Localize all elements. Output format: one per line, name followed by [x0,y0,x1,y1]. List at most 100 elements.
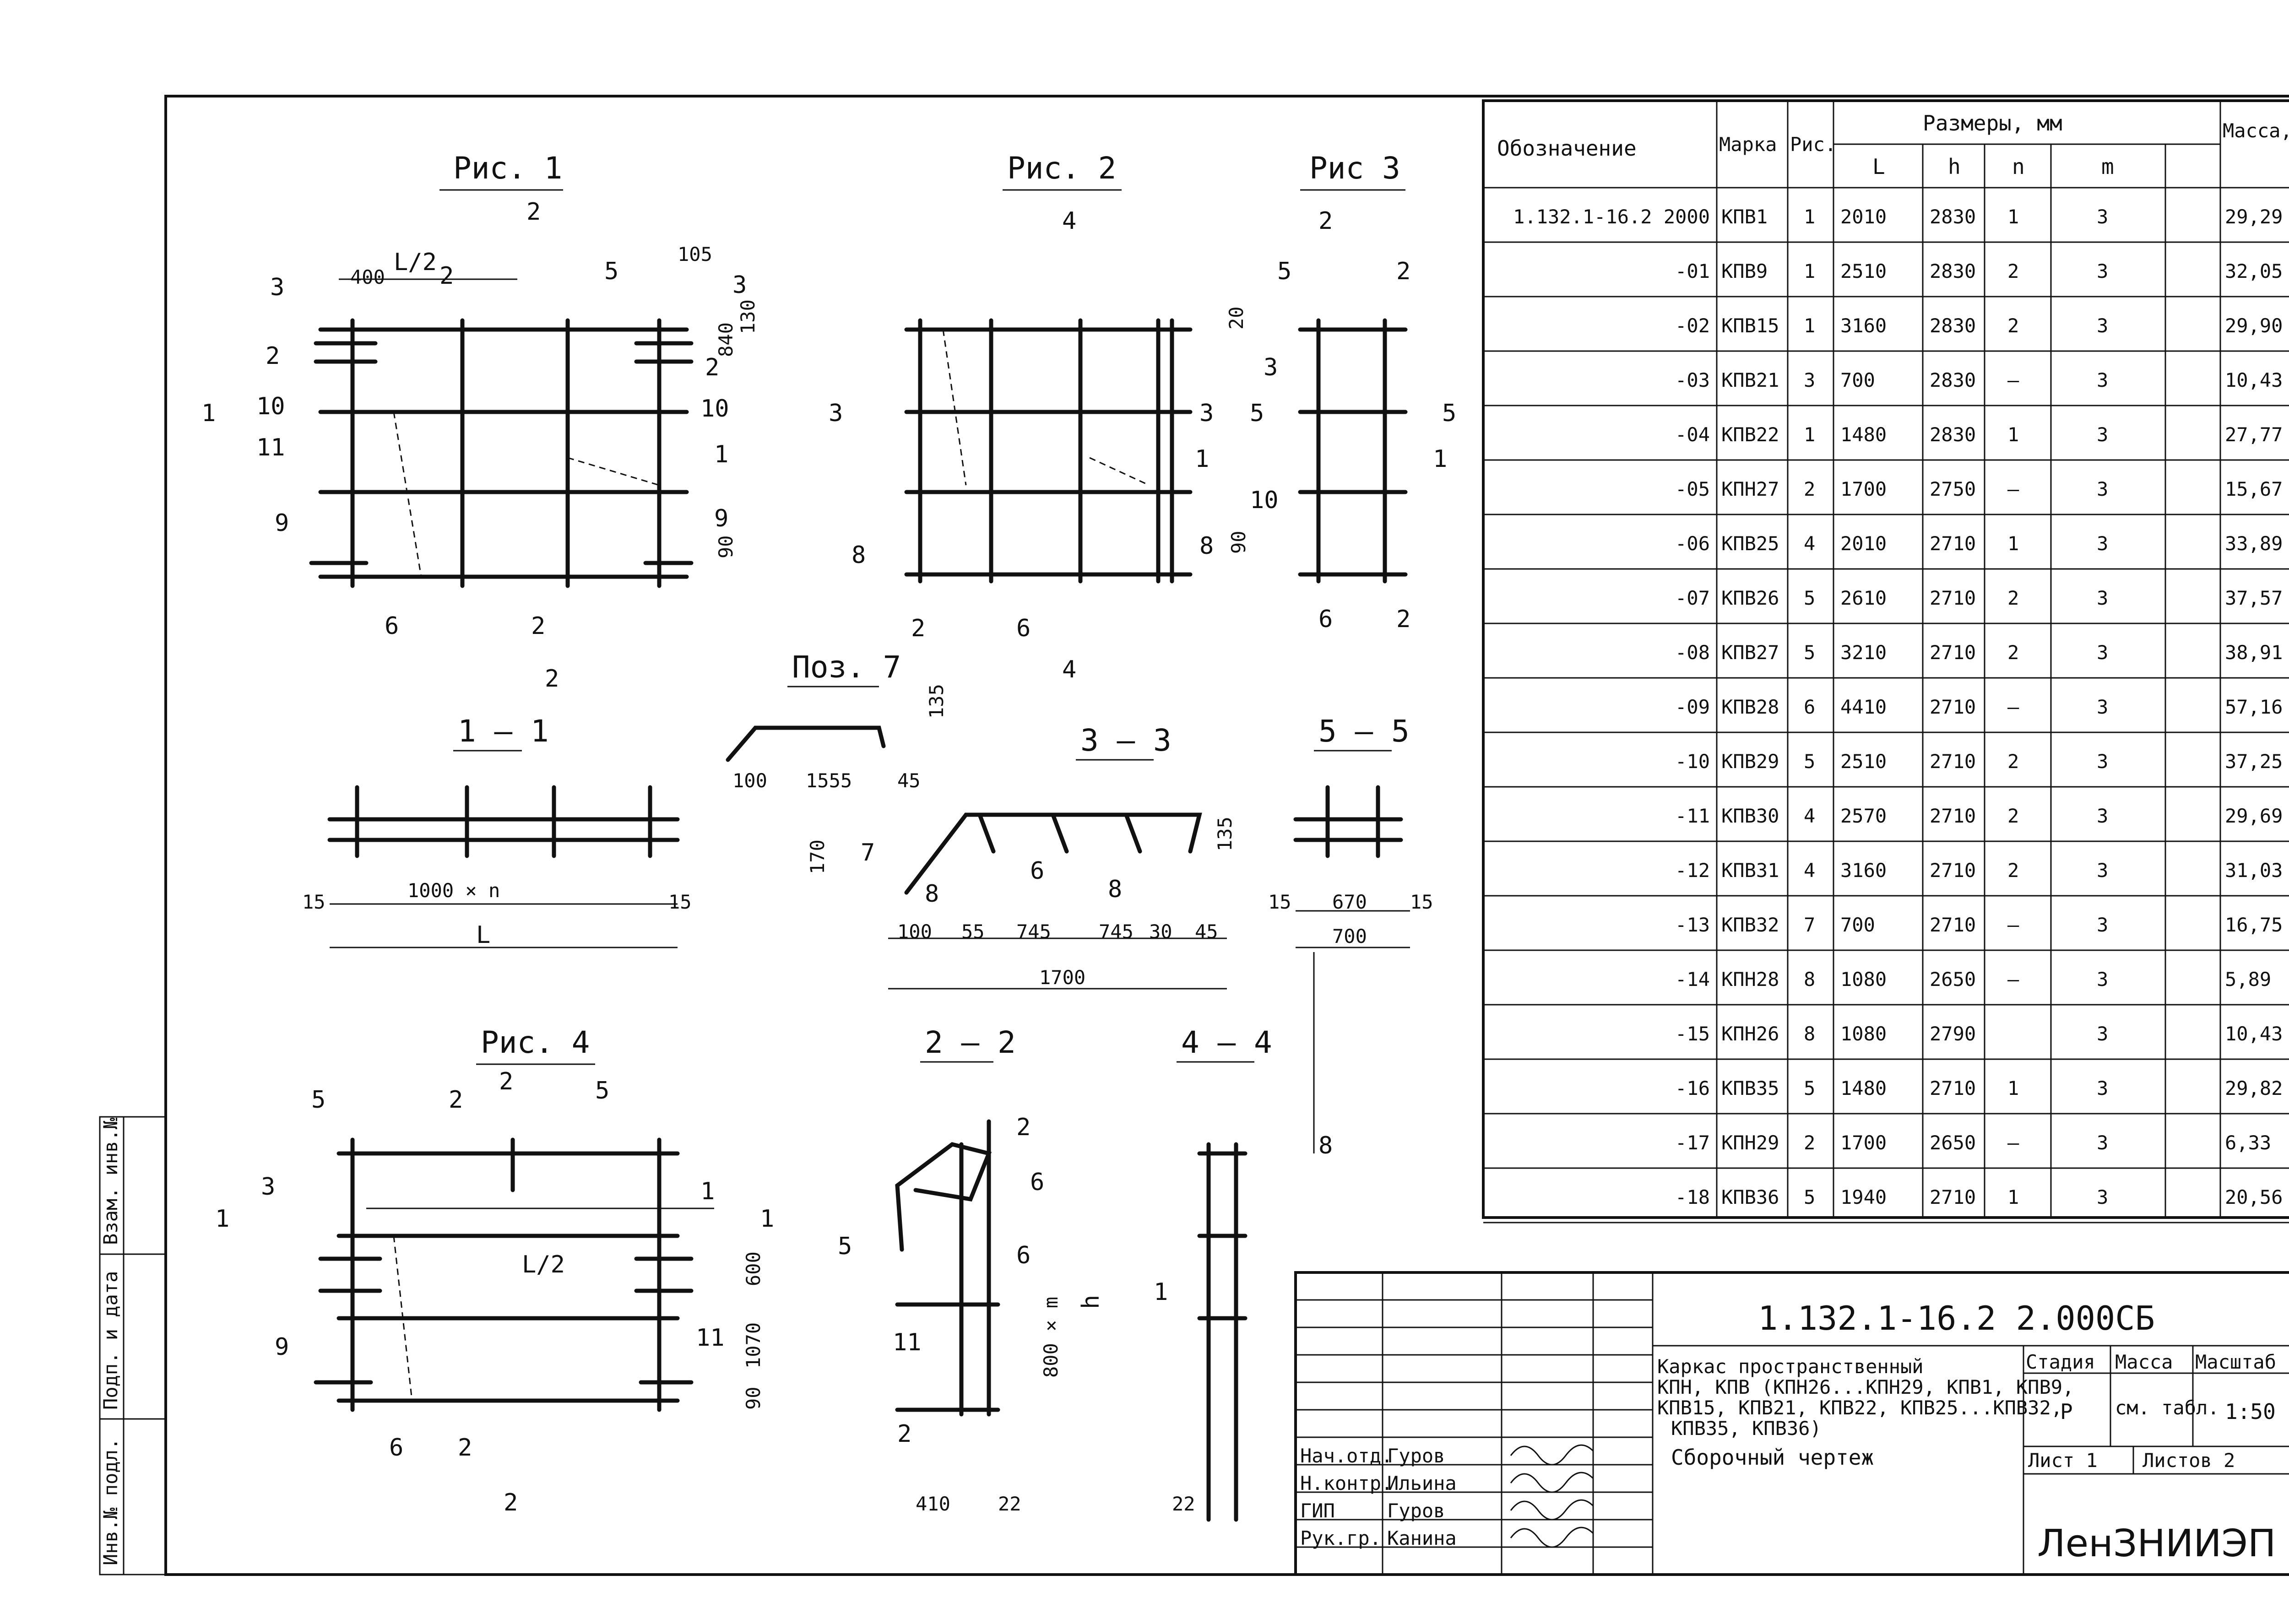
table-cell-designation: 1.132.1-16.2 2000 [1513,206,1710,228]
table-cell-fig: 4 [1804,859,1815,882]
table-cell-n: 1 [2007,206,2019,228]
table-cell-h: 2650 [1930,1131,1976,1154]
section-3-3-dim-30: 30 [1149,920,1172,943]
svg-text:5: 5 [1442,400,1456,427]
table-cell-L: 1700 [1840,1131,1887,1154]
table-cell-h: 2710 [1930,1077,1976,1099]
stamp-inv-no: Инв.№ подл. [99,1438,122,1565]
figure-1-title: Рис. 1 [453,151,562,186]
table-cell-h: 2790 [1930,1023,1976,1045]
svg-text:1: 1 [215,1205,229,1233]
table-cell-fig: 5 [1804,641,1815,664]
section-2-2-dim-h: h [1077,1295,1105,1309]
table-header-sizes: Размеры, мм [1923,111,2062,135]
table-cell-L: 2610 [1840,587,1887,609]
table-cell-m: 3 [2097,641,2108,664]
svg-text:6: 6 [1016,1242,1031,1269]
svg-text:2: 2 [449,1086,463,1114]
table-cell-mass: 38,91 [2225,641,2283,664]
svg-text:5: 5 [1250,400,1264,427]
svg-text:10: 10 [700,395,729,422]
section-2-2: 2 – 2 2 6 6 5 11 2 800 × m h 410 22 [838,1025,1105,1515]
svg-text:11: 11 [696,1324,725,1352]
title-role-4: Рук.гр. [1300,1527,1381,1549]
table-cell-n: 2 [2007,641,2019,664]
svg-text:3: 3 [1264,354,1278,381]
svg-text:2: 2 [504,1489,518,1516]
svg-text:4: 4 [1062,207,1076,235]
table-cell-n: 1 [2007,423,2019,446]
signature-4 [1510,1527,1594,1548]
title-org-logo: ЛенЗНИИЭП [2037,1522,2276,1565]
figure-4-title: Рис. 4 [481,1025,590,1060]
specification-table: Обозначение Марка Рис. Размеры, мм L h n… [1482,99,2289,1223]
table-cell-h: 2830 [1930,423,1976,446]
svg-text:8: 8 [1108,876,1122,903]
table-cell-designation: -16 [1675,1077,1710,1099]
table-cell-L: 1700 [1840,478,1887,500]
table-cell-m: 3 [2097,914,2108,936]
table-cell-mass: 57,16 [2225,696,2283,718]
table-cell-m: 3 [2097,805,2108,827]
section-3-3-dim-745-a: 745 [1016,920,1051,943]
table-cell-h: 2830 [1930,369,1976,391]
table-cell-designation: -08 [1675,641,1710,664]
table-cell-L: 1080 [1840,968,1887,991]
table-cell-designation: -18 [1675,1186,1710,1208]
section-2-2-dim-22: 22 [998,1493,1021,1515]
svg-text:7: 7 [861,839,875,866]
svg-text:3: 3 [261,1173,275,1201]
section-3-3-dim-45: 45 [1195,920,1218,943]
table-cell-fig: 5 [1804,750,1815,773]
fig4-dim-l-half: L/2 [522,1251,565,1278]
table-cell-m: 3 [2097,696,2108,718]
table-cell-L: 1480 [1840,423,1887,446]
table-cell-fig: 2 [1804,478,1815,500]
table-cell-fig: 1 [1804,260,1815,282]
table-cell-n: 1 [2007,1077,2019,1099]
table-cell-designation: -03 [1675,369,1710,391]
svg-text:4: 4 [1062,656,1076,683]
svg-text:9: 9 [275,509,289,537]
svg-text:6: 6 [1030,1169,1044,1196]
table-cell-h: 2710 [1930,1186,1976,1208]
signature-3 [1510,1499,1594,1521]
svg-text:2: 2 [1318,207,1333,235]
table-cell-m: 3 [2097,478,2108,500]
section-1-1-dim-15-right: 15 [668,891,692,913]
title-name-4: Канина [1387,1527,1457,1549]
table-cell-n: 2 [2007,260,2019,282]
table-cell-designation: -17 [1675,1131,1710,1154]
table-cell-fig: 1 [1804,206,1815,228]
table-cell-n: — [2007,369,2019,391]
table-cell-L: 1080 [1840,1023,1887,1045]
table-cell-n: — [2007,478,2019,500]
table-cell-designation: -15 [1675,1023,1710,1045]
table-cell-h: 2650 [1930,968,1976,991]
title-name-2: Ильина [1387,1472,1457,1494]
pos7-dim-100: 100 [732,769,767,792]
svg-text:8: 8 [1318,1132,1333,1159]
table-header-h: h [1948,154,1961,179]
table-cell-m: 3 [2097,1023,2108,1045]
table-cell-fig: 1 [1804,314,1815,337]
sheet-frame [164,95,2289,1576]
svg-text:2: 2 [897,1420,911,1448]
title-sheet: Лист 1 [2028,1449,2098,1472]
svg-text:2: 2 [439,262,454,290]
fig1-dim-400: 400 [350,266,385,288]
table-cell-mass: 29,82 [2225,1077,2283,1099]
title-mass: см. табл. [2115,1397,2219,1419]
fig3-dim-20: 20 [1225,306,1248,330]
svg-text:6: 6 [389,1434,403,1462]
section-1-1-dim-1000n: 1000 × n [407,879,500,902]
fig4-dim-600: 600 [742,1251,765,1286]
svg-text:8: 8 [925,880,939,908]
table-cell-h: 2830 [1930,260,1976,282]
title-role-2: Н.контр. [1300,1472,1393,1494]
section-3-3-dim-55: 55 [961,920,985,943]
figure-1: Рис. 1 L/2 400 105 130 840 90 3 2 10 11 … [201,151,759,693]
table-header-n: n [2012,154,2025,179]
fig1-dim-105: 105 [678,243,712,265]
